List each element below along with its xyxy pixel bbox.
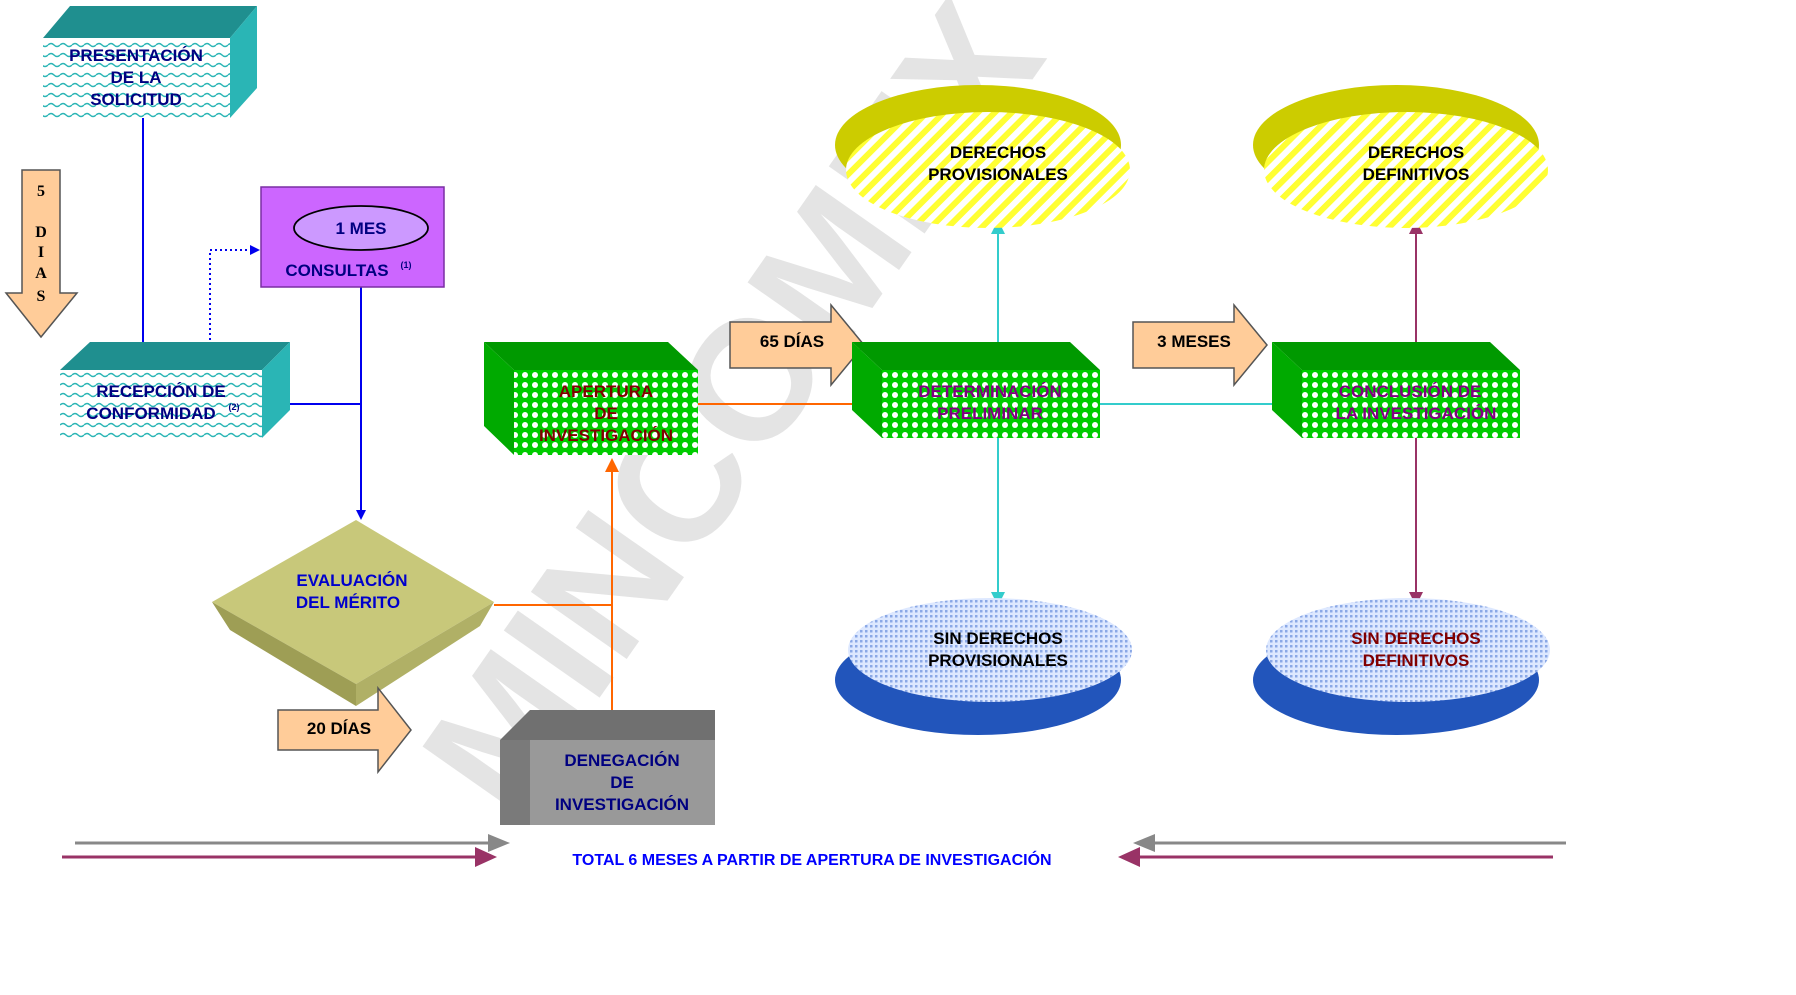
sin-definitivos-line-1: SIN DERECHOS <box>1351 629 1480 648</box>
derechos-definitivos-line-1: DERECHOS <box>1368 143 1464 162</box>
cinco-dias-char-4: A <box>35 265 47 282</box>
node-evaluacion: EVALUACIÓN DEL MÉRITO <box>212 520 494 706</box>
node-denegacion: DENEGACIÓN DE INVESTIGACIÓN <box>500 710 715 825</box>
node-derechos-provisionales: DERECHOS PROVISIONALES <box>835 85 1130 228</box>
conclusion-line-2: LA INVESTIGACIÓN <box>1336 404 1497 423</box>
evaluacion-line-2: DEL MÉRITO <box>296 593 400 612</box>
node-consultas: 1 MES CONSULTAS (1) <box>260 186 445 288</box>
presentacion-line-3: SOLICITUD <box>90 90 182 109</box>
node-conclusion: CONCLUSIÓN DE LA INVESTIGACIÓN <box>1272 342 1520 438</box>
apertura-line-1: APERTURA <box>559 382 653 401</box>
node-determinacion: DETERMINACIÓN PRELIMINAR <box>852 342 1100 438</box>
denegacion-line-2: DE <box>610 773 634 792</box>
derechos-provisionales-line-2: PROVISIONALES <box>928 165 1068 184</box>
timeline-purple-left-head <box>475 847 497 867</box>
presentacion-line-1: PRESENTACIÓN <box>69 46 203 65</box>
footer-total-label: TOTAL 6 MESES A PARTIR DE APERTURA DE IN… <box>572 850 1051 869</box>
consultas-footnote: (1) <box>401 260 412 270</box>
derechos-definitivos-line-2: DEFINITIVOS <box>1363 165 1470 184</box>
denegacion-line-1: DENEGACIÓN <box>564 751 679 770</box>
determinacion-line-2: PRELIMINAR <box>937 404 1043 423</box>
node-sin-definitivos: SIN DERECHOS DEFINITIVOS <box>1253 598 1550 735</box>
footer-timeline: TOTAL 6 MESES A PARTIR DE APERTURA DE IN… <box>62 834 1566 869</box>
tres-meses-label: 3 MESES <box>1157 332 1231 351</box>
cinco-dias-char-3: I <box>38 244 44 261</box>
cinco-dias-char-1: 5 <box>37 183 45 200</box>
consultas-label: CONSULTAS <box>285 261 388 280</box>
presentacion-line-2: DE LA <box>111 68 162 87</box>
apertura-line-2: DE <box>594 404 618 423</box>
determinacion-line-1: DETERMINACIÓN <box>918 382 1062 401</box>
derechos-provisionales-line-1: DERECHOS <box>950 143 1046 162</box>
apertura-line-3: INVESTIGACIÓN <box>539 426 673 445</box>
cinco-dias-char-5: S <box>37 288 46 305</box>
veinte-dias-label: 20 DÍAS <box>307 719 371 738</box>
node-presentacion: PRESENTACIÓN DE LA SOLICITUD <box>43 6 257 118</box>
sin-provisionales-line-1: SIN DERECHOS <box>933 629 1062 648</box>
timer-tres-meses: 3 MESES <box>1132 302 1268 388</box>
timeline-gray-right-head <box>1133 834 1155 852</box>
recepcion-footnote: (2) <box>229 402 240 412</box>
conclusion-line-1: CONCLUSIÓN DE <box>1339 382 1482 401</box>
recepcion-line-2: CONFORMIDAD <box>86 404 215 423</box>
denegacion-line-3: INVESTIGACIÓN <box>555 795 689 814</box>
evaluacion-line-1: EVALUACIÓN <box>296 571 407 590</box>
sin-definitivos-line-2: DEFINITIVOS <box>1363 651 1470 670</box>
node-recepcion: RECEPCIÓN DE CONFORMIDAD (2) <box>60 342 290 438</box>
timer-veinte-dias: 20 DÍAS <box>277 685 412 775</box>
timer-sesenta-cinco-dias: 65 DÍAS <box>729 302 865 388</box>
node-sin-provisionales: SIN DERECHOS PROVISIONALES <box>835 598 1132 735</box>
consultas-oval-label: 1 MES <box>335 219 386 238</box>
connectors <box>138 118 1423 742</box>
timeline-gray-left-head <box>488 834 510 852</box>
consultas-oval <box>293 205 429 251</box>
timeline-purple-right-head <box>1118 847 1140 867</box>
node-apertura: APERTURA DE INVESTIGACIÓN <box>484 342 698 455</box>
connector-recepcion-consultas-dotted <box>209 245 260 370</box>
cinco-dias-char-2: D <box>35 224 47 241</box>
node-derechos-definitivos: DERECHOS DEFINITIVOS <box>1253 85 1548 228</box>
recepcion-line-1: RECEPCIÓN DE <box>96 382 225 401</box>
sesenta-cinco-dias-label: 65 DÍAS <box>760 332 824 351</box>
timer-cinco-dias: 5 D I A S <box>4 169 79 339</box>
sin-provisionales-line-2: PROVISIONALES <box>928 651 1068 670</box>
